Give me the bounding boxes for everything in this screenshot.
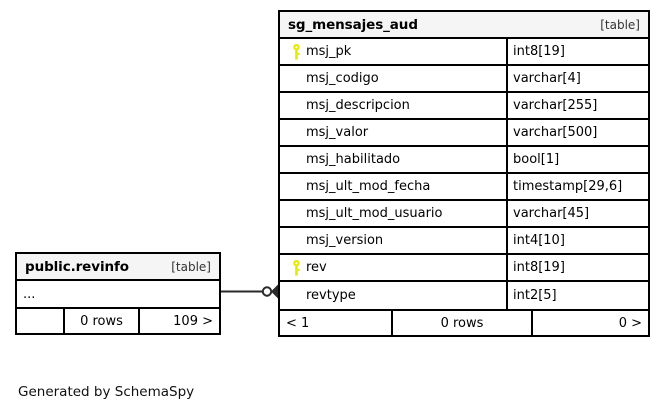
column-name-cell: msj_ult_mod_usuario xyxy=(280,201,508,226)
column-name: revtype xyxy=(306,288,356,303)
table-title: public.revinfo xyxy=(25,258,129,275)
table-row[interactable]: msj_descripcion varchar[255] xyxy=(280,93,648,120)
column-type-cell: int4[10] xyxy=(508,228,648,253)
column-list: msj_pk int8[19] msj_codigo varchar[4] ms… xyxy=(280,39,648,309)
table-row[interactable]: msj_codigo varchar[4] xyxy=(280,66,648,93)
column-name: msj_valor xyxy=(306,125,369,140)
key-icon-placeholder xyxy=(286,98,306,114)
table-footer: 0 rows 109 > xyxy=(17,307,219,333)
column-type: varchar[4] xyxy=(513,71,581,86)
row-count-label: 0 rows xyxy=(65,309,140,333)
column-type: timestamp[29,6] xyxy=(513,179,623,194)
table-row[interactable]: msj_pk int8[19] xyxy=(280,39,648,66)
key-icon-placeholder xyxy=(286,206,306,222)
column-name: msj_habilitado xyxy=(306,152,401,167)
column-name-cell: rev xyxy=(280,255,508,280)
column-type-cell: timestamp[29,6] xyxy=(508,174,648,199)
generated-by-caption: Generated by SchemaSpy xyxy=(18,384,195,400)
column-name-cell: msj_descripcion xyxy=(280,93,508,118)
table-public-revinfo[interactable]: public.revinfo [table] ... 0 rows 109 > xyxy=(15,252,221,335)
column-type-cell: varchar[255] xyxy=(508,93,648,118)
column-name: msj_pk xyxy=(306,44,352,59)
column-type: varchar[255] xyxy=(513,98,598,113)
table-footer: < 1 0 rows 0 > xyxy=(280,309,648,335)
key-icon-placeholder xyxy=(286,152,306,168)
column-type-cell: int8[19] xyxy=(508,39,648,64)
prev-page-button[interactable] xyxy=(17,309,65,333)
table-header: public.revinfo [table] xyxy=(17,254,219,281)
column-name-cell: revtype xyxy=(280,282,508,309)
column-name: msj_codigo xyxy=(306,71,379,86)
column-type-cell: int2[5] xyxy=(508,282,648,309)
table-title: sg_mensajes_aud xyxy=(288,16,418,33)
table-row[interactable]: msj_ult_mod_usuario varchar[45] xyxy=(280,201,648,228)
column-type-cell: bool[1] xyxy=(508,147,648,172)
column-type-cell: int8[19] xyxy=(508,255,648,280)
column-type: int8[19] xyxy=(513,44,565,59)
column-name: rev xyxy=(306,260,327,275)
column-type: int8[19] xyxy=(513,260,565,275)
relationship-connector xyxy=(221,283,279,300)
collapsed-columns-ellipsis[interactable]: ... xyxy=(23,286,36,302)
table-sg-mensajes-aud[interactable]: sg_mensajes_aud [table] msj_pk int8[19] xyxy=(278,10,650,337)
key-icon xyxy=(286,43,306,60)
table-header: sg_mensajes_aud [table] xyxy=(280,12,648,39)
key-icon-placeholder xyxy=(286,71,306,87)
column-name-cell: msj_valor xyxy=(280,120,508,145)
column-name-cell: msj_codigo xyxy=(280,66,508,91)
table-row[interactable]: revtype int2[5] xyxy=(280,282,648,309)
column-type: varchar[500] xyxy=(513,125,598,140)
table-kind-label: [table] xyxy=(171,259,211,274)
column-type: int4[10] xyxy=(513,233,565,248)
table-row[interactable]: msj_ult_mod_fecha timestamp[29,6] xyxy=(280,174,648,201)
column-name: msj_version xyxy=(306,233,384,248)
column-type-cell: varchar[500] xyxy=(508,120,648,145)
column-name: msj_descripcion xyxy=(306,98,410,113)
column-type: varchar[45] xyxy=(513,206,590,221)
column-name: msj_ult_mod_fecha xyxy=(306,179,431,194)
table-kind-label: [table] xyxy=(600,17,640,32)
column-name-cell: msj_ult_mod_fecha xyxy=(280,174,508,199)
table-row[interactable]: msj_version int4[10] xyxy=(280,228,648,255)
key-icon-placeholder xyxy=(286,288,306,304)
table-row[interactable]: rev int8[19] xyxy=(280,255,648,282)
column-name-cell: msj_version xyxy=(280,228,508,253)
next-page-button[interactable]: 109 > xyxy=(173,313,213,329)
table-row[interactable]: msj_valor varchar[500] xyxy=(280,120,648,147)
table-row[interactable]: msj_habilitado bool[1] xyxy=(280,147,648,174)
row-count-label: 0 rows xyxy=(393,311,533,335)
column-name-cell: msj_pk xyxy=(280,39,508,64)
column-name: msj_ult_mod_usuario xyxy=(306,206,443,221)
column-type-cell: varchar[4] xyxy=(508,66,648,91)
column-type: bool[1] xyxy=(513,152,560,167)
key-icon xyxy=(286,259,306,276)
column-type-cell: varchar[45] xyxy=(508,201,648,226)
prev-page-button[interactable]: < 1 xyxy=(280,311,393,335)
column-name-cell: msj_habilitado xyxy=(280,147,508,172)
next-page-button[interactable]: 0 > xyxy=(618,315,642,331)
key-icon-placeholder xyxy=(286,125,306,141)
key-icon-placeholder xyxy=(286,233,306,249)
key-icon-placeholder xyxy=(286,179,306,195)
column-type: int2[5] xyxy=(513,288,557,303)
